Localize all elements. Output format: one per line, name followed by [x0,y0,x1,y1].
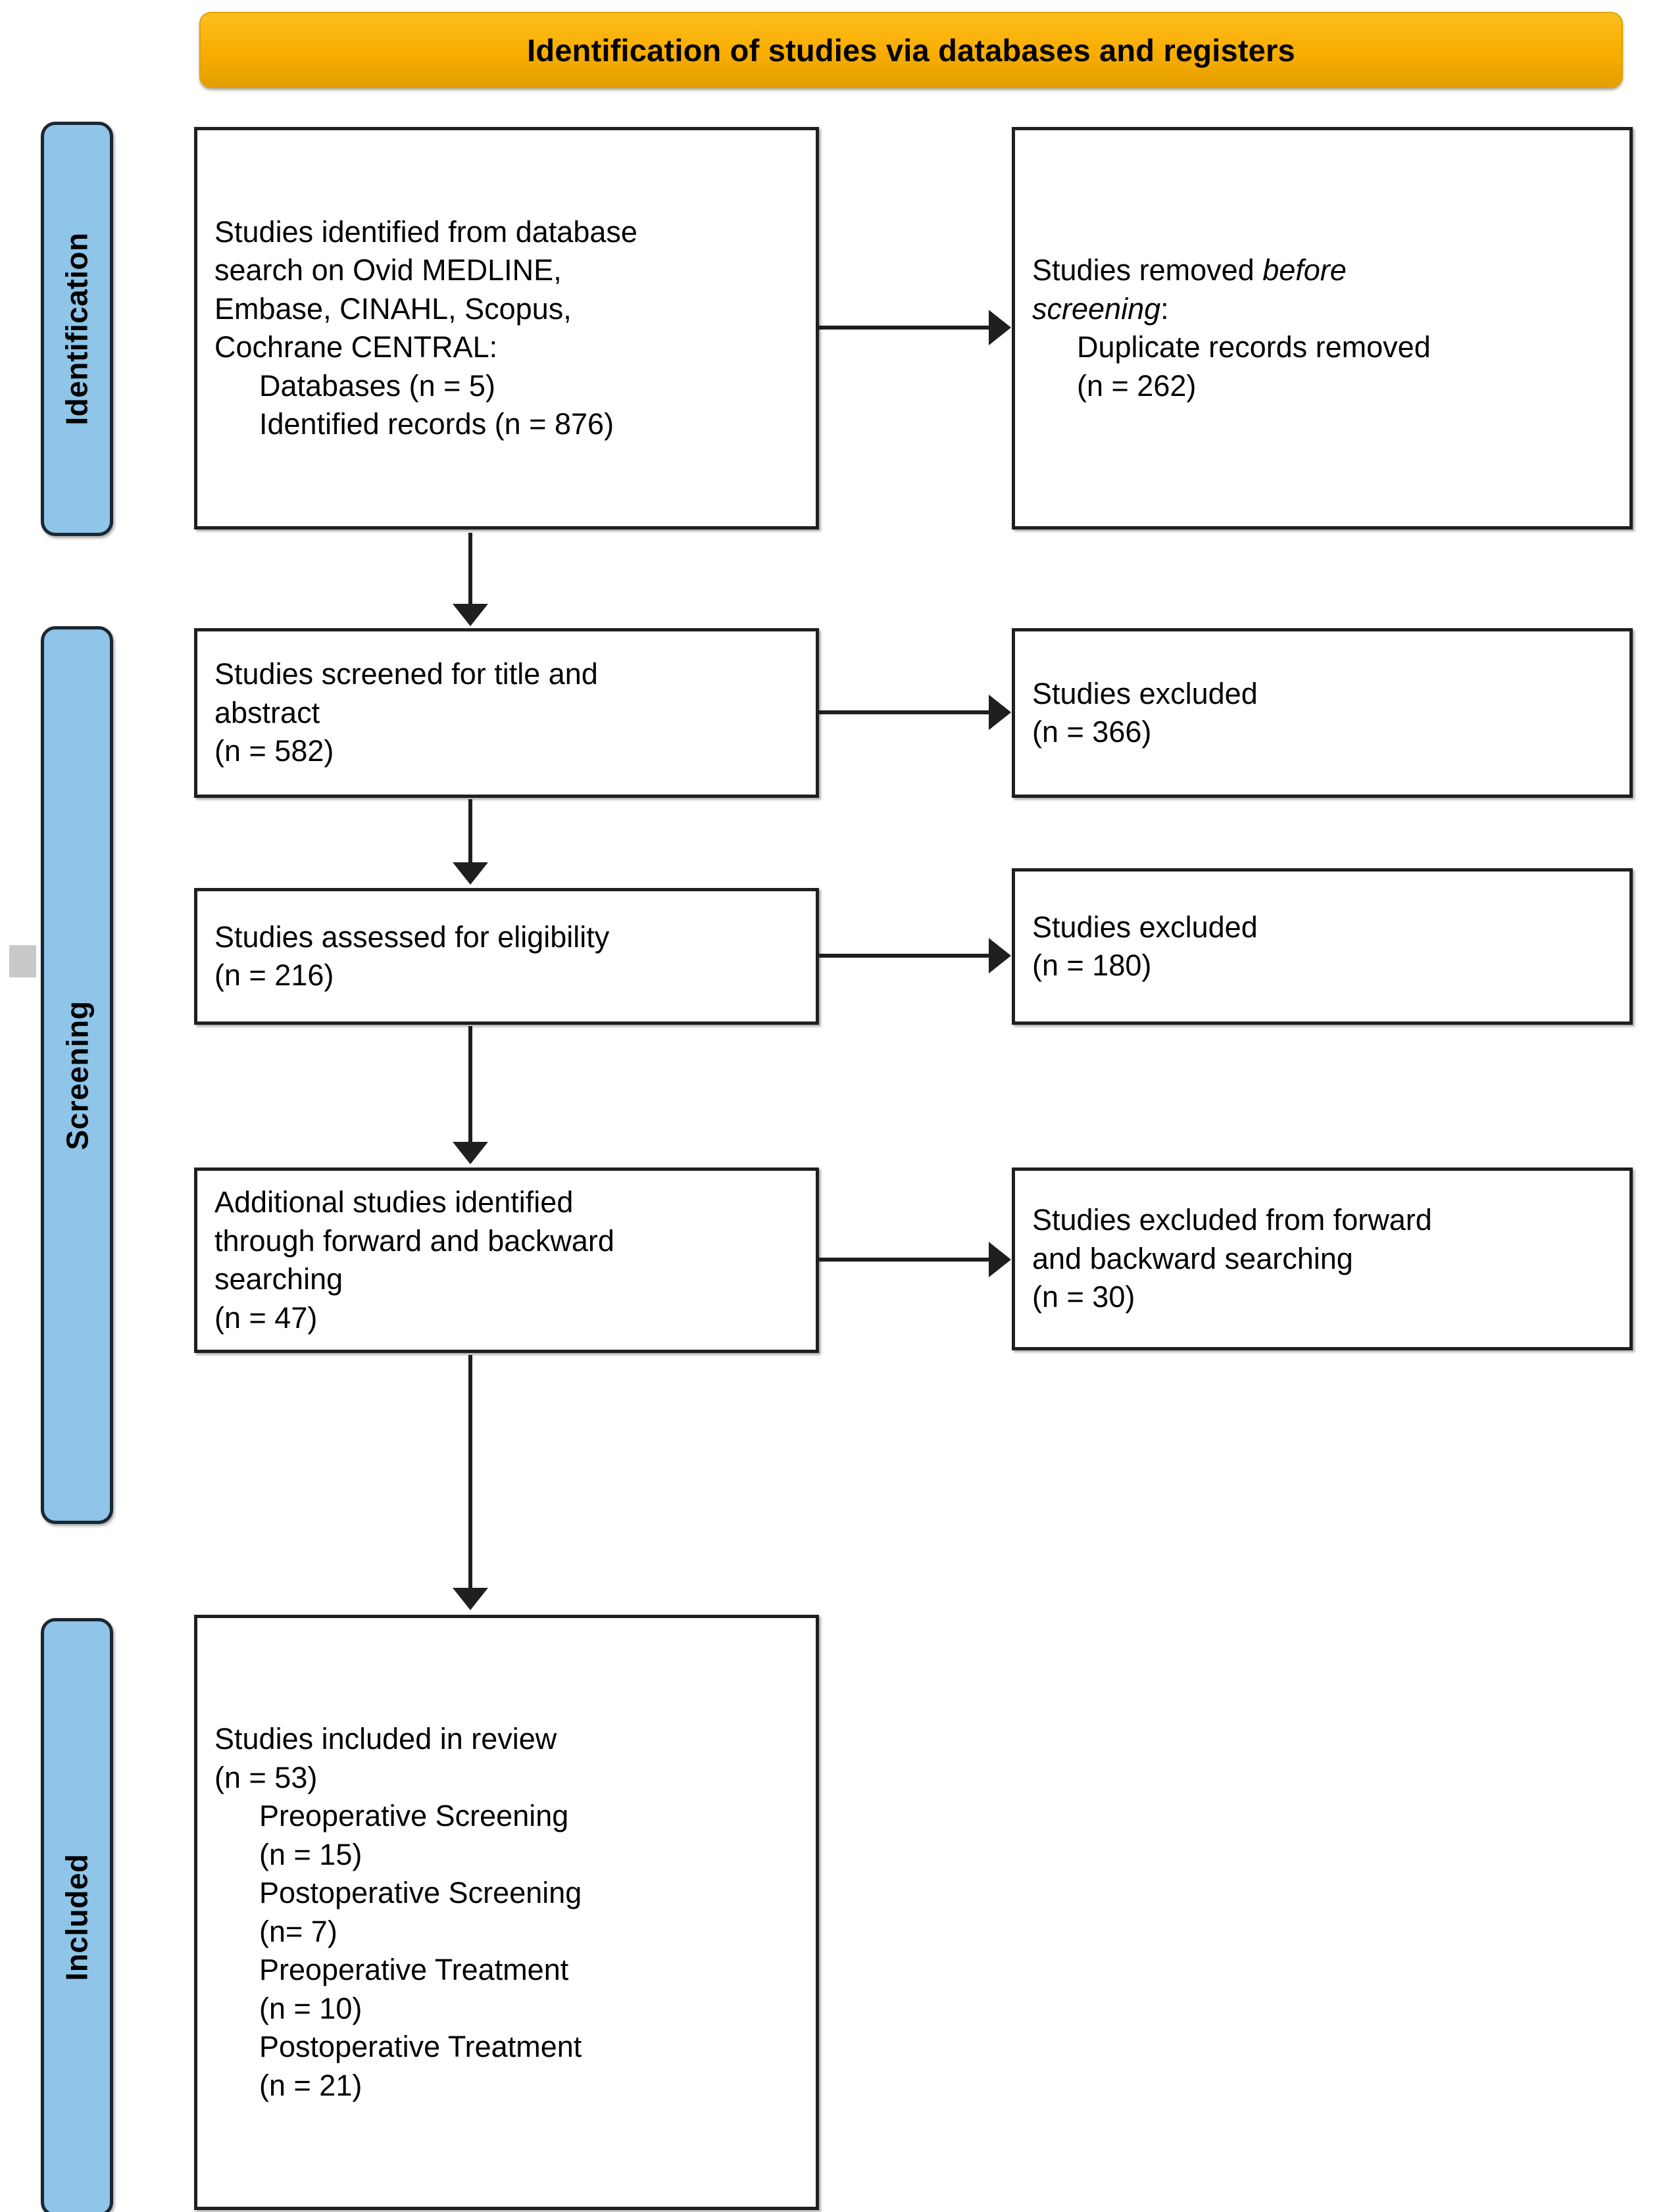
excluded1-count: (n = 366) [1032,715,1152,749]
box-studies-excluded-eligibility: Studies excluded (n = 180) [1012,868,1633,1025]
screened-count: (n = 582) [214,734,334,768]
excluded3-line-1: Studies excluded from forward [1032,1203,1432,1237]
grey-edge-marker [9,945,36,977]
stage-tab-included: Included [41,1618,113,2212]
diagram-title: Identification of studies via databases … [527,32,1295,68]
box-studies-excluded-eligibility-text: Studies excluded (n = 180) [1015,908,1629,985]
arrow-right-identified-to-removed [819,326,989,330]
stage-tab-identification-label: Identification [60,232,95,426]
arrow-down-screened-to-eligibility [468,799,472,865]
additional-line-2: through forward and backward [214,1223,614,1258]
removed-line-2-suffix: : [1160,291,1169,326]
included-postop-treatment-label: Postoperative Treatment [259,2030,582,2063]
stage-tab-screening-label: Screening [60,1000,95,1150]
box-additional-studies-identified: Additional studies identified through fo… [194,1167,819,1353]
box-studies-removed-text: Studies removed before screening: Duplic… [1015,251,1629,405]
removed-line-1-emphasis: before [1262,253,1347,287]
included-count: (n = 53) [214,1760,318,1794]
stage-tab-identification: Identification [41,122,113,536]
box-studies-identified: Studies identified from database search … [194,127,819,529]
box-studies-included-text: Studies included in review (n = 53) Preo… [197,1720,816,2105]
stage-tab-screening: Screening [41,626,113,1524]
excluded2-count: (n = 180) [1032,948,1152,982]
arrow-down-eligibility-to-additional [468,1026,472,1144]
identified-records-count: Identified records (n = 876) [259,407,614,441]
excluded3-line-2: and backward searching [1032,1241,1353,1275]
removed-duplicate-label: Duplicate records removed [1077,330,1431,364]
additional-count: (n = 47) [214,1300,318,1335]
box-studies-assessed-eligibility-text: Studies assessed for eligibility (n = 21… [197,918,816,995]
box-studies-excluded-forward-backward-text: Studies excluded from forward and backwa… [1015,1201,1629,1317]
excluded2-label: Studies excluded [1032,910,1258,944]
stage-tab-included-label: Included [60,1854,94,1981]
box-studies-removed-before-screening: Studies removed before screening: Duplic… [1012,127,1633,529]
included-postop-treatment-count: (n = 21) [259,2068,362,2102]
included-label: Studies included in review [214,1722,557,1756]
box-studies-screened-text: Studies screened for title and abstract … [197,655,816,771]
identified-databases-count: Databases (n = 5) [259,368,495,403]
arrow-right-additional-to-excluded [819,1258,989,1262]
arrow-right-screened-to-excluded [819,710,989,714]
included-preop-screening-count: (n = 15) [259,1837,362,1871]
diagram-header-banner: Identification of studies via databases … [199,12,1623,88]
screened-line-2: abstract [214,695,320,729]
box-studies-included-in-review: Studies included in review (n = 53) Preo… [194,1615,819,2210]
arrow-down-identified-to-screened [468,533,472,606]
identified-line-4: Cochrane CENTRAL: [214,330,498,364]
box-studies-excluded-forward-backward: Studies excluded from forward and backwa… [1012,1167,1633,1350]
box-studies-excluded-screening: Studies excluded (n = 366) [1012,628,1633,798]
box-additional-studies-text: Additional studies identified through fo… [197,1183,816,1337]
included-postop-screening-count: (n= 7) [259,1914,337,1948]
additional-line-3: searching [214,1262,343,1296]
removed-duplicate-count: (n = 262) [1077,368,1197,403]
box-studies-identified-text: Studies identified from database search … [197,213,816,444]
eligibility-label: Studies assessed for eligibility [214,920,610,954]
included-preop-screening-label: Preoperative Screening [259,1799,569,1832]
included-postop-screening-label: Postoperative Screening [259,1876,582,1909]
additional-line-1: Additional studies identified [214,1185,574,1219]
identified-line-1: Studies identified from database [214,214,637,249]
box-studies-screened: Studies screened for title and abstract … [194,628,819,798]
arrow-down-additional-to-included [468,1355,472,1590]
arrow-right-eligibility-to-excluded [819,954,989,958]
box-studies-excluded-screening-text: Studies excluded (n = 366) [1015,675,1629,752]
included-preop-treatment-label: Preoperative Treatment [259,1953,569,1986]
box-studies-assessed-eligibility: Studies assessed for eligibility (n = 21… [194,888,819,1025]
removed-line-2-emphasis: screening [1032,291,1161,326]
identified-line-2: search on Ovid MEDLINE, [214,253,562,287]
excluded3-count: (n = 30) [1032,1280,1135,1314]
excluded1-label: Studies excluded [1032,676,1258,710]
eligibility-count: (n = 216) [214,958,334,992]
removed-line-1-prefix: Studies removed [1032,253,1263,287]
included-preop-treatment-count: (n = 10) [259,1991,362,2025]
identified-line-3: Embase, CINAHL, Scopus, [214,291,572,326]
screened-line-1: Studies screened for title and [214,657,598,691]
